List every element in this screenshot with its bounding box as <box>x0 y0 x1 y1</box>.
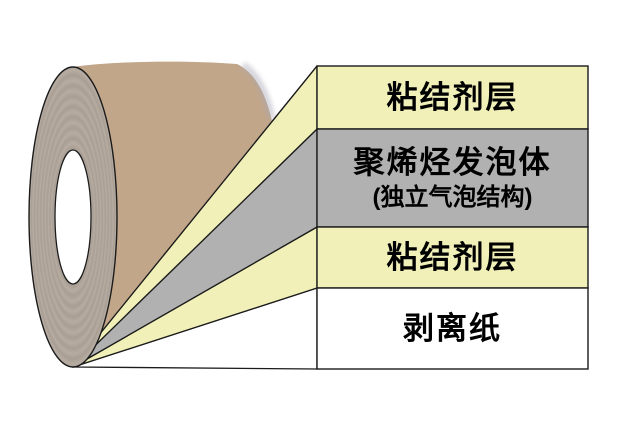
roll-edge-shadow <box>240 62 276 120</box>
roll-core-hole <box>55 150 91 284</box>
layer-rect-adhesive-top <box>316 65 589 130</box>
roll-core-outline <box>54 149 92 285</box>
roll-body <box>73 61 272 367</box>
layer-rect-adhesive-bottom <box>316 226 589 289</box>
layer-rect-release-paper <box>316 287 589 370</box>
tape-peel-edge-line <box>72 65 318 368</box>
layer-rect-foam <box>316 128 589 228</box>
